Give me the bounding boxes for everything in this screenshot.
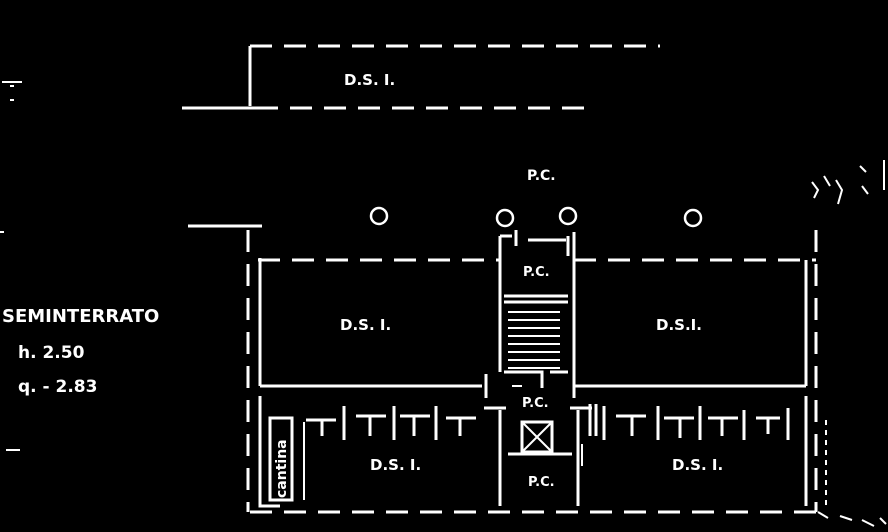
room-label-dsi-right: D.S.I. bbox=[656, 316, 702, 334]
sketch-marks bbox=[811, 160, 887, 527]
floor-title: SEMINTERRATO bbox=[2, 306, 159, 327]
floor-height: h. 2.50 bbox=[18, 343, 85, 363]
room-label-pc-corridor: P.C. bbox=[522, 396, 549, 411]
cellar-partitions bbox=[306, 406, 790, 440]
stair-core bbox=[498, 230, 576, 392]
exterior-walls bbox=[246, 230, 818, 514]
room-label-dsi-bottom-right: D.S. I. bbox=[672, 456, 723, 474]
floor-quota: q. - 2.83 bbox=[18, 377, 97, 397]
margin-marks bbox=[0, 81, 262, 451]
upper-outline bbox=[182, 44, 660, 110]
room-label-dsi-bottom-left: D.S. I. bbox=[370, 456, 421, 474]
room-label-pc-stair: P.C. bbox=[523, 265, 550, 280]
room-label-dsi-top: D.S. I. bbox=[344, 71, 395, 89]
columns bbox=[369, 206, 703, 228]
room-label-dsi-left: D.S. I. bbox=[340, 316, 391, 334]
lower-core bbox=[484, 406, 592, 506]
room-label-cantina: cantina bbox=[274, 439, 290, 498]
cantina-room bbox=[268, 416, 305, 502]
room-label-pc-bottom: P.C. bbox=[528, 475, 555, 490]
room-label-pc-top: P.C. bbox=[527, 168, 556, 184]
